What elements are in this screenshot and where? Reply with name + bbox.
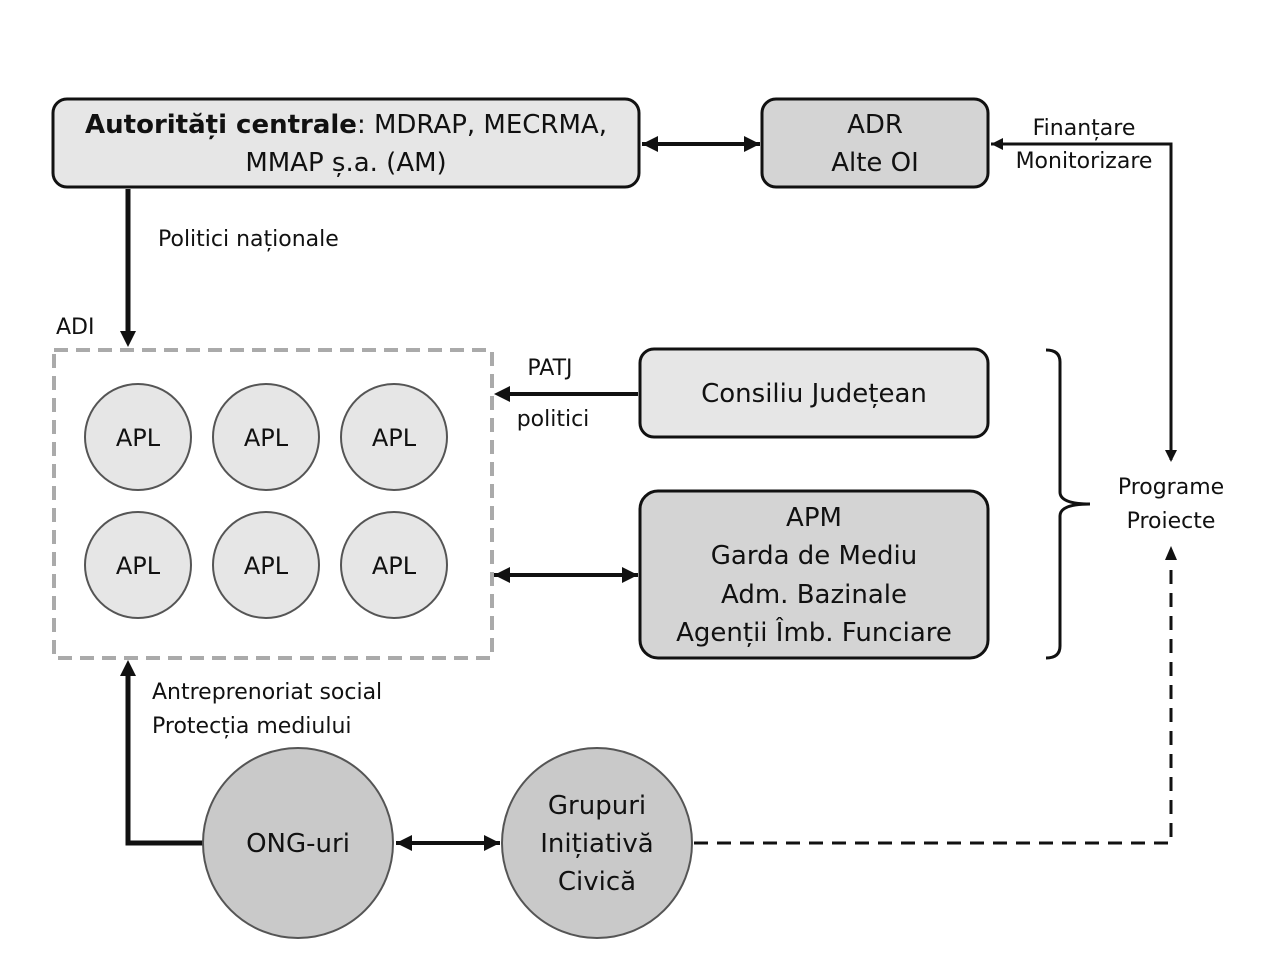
apm-line2: Garda de Mediu [711, 541, 917, 571]
label-patj: PATJ [527, 356, 572, 381]
consiliu-label: Consiliu Județean [701, 379, 927, 409]
label-finantare: Finanțare [1033, 116, 1136, 141]
apl-label: APL [244, 552, 289, 580]
apl-circle: APL [340, 511, 448, 619]
svg-text:Autorități centrale: MDRAP, ME: Autorități centrale: MDRAP, MECRMA, [85, 110, 607, 140]
central-title-bold: Autorități centrale [85, 110, 357, 140]
label-antreprenoriat: Antreprenoriat social [152, 680, 382, 705]
apm-line3: Adm. Bazinale [721, 580, 907, 610]
apl-circle: APL [340, 383, 448, 491]
arrow-politici-nationale [120, 189, 136, 347]
central-authorities-box: Autorități centrale: MDRAP, MECRMA, MMAP… [51, 97, 641, 189]
arrow-adi-apm [494, 567, 638, 583]
label-politici-nationale: Politici naționale [158, 227, 339, 252]
adr-line1: ADR [847, 110, 903, 140]
central-line1-rest: : MDRAP, MECRMA, [357, 110, 607, 140]
connector-adr-programe [991, 138, 1177, 462]
apl-circle: APL [212, 511, 320, 619]
label-adi: ADI [56, 315, 94, 340]
label-politici: politici [517, 407, 590, 432]
apm-box: APM Garda de Mediu Adm. Bazinale Agenții… [638, 489, 990, 660]
central-line2: MMAP ș.a. (AM) [245, 148, 446, 178]
arrow-ong-adi [120, 660, 204, 846]
arrow-central-adr [642, 136, 760, 152]
label-monitorizare: Monitorizare [1016, 149, 1153, 174]
grupuri-circle: Grupuri Inițiativă Civică [501, 747, 693, 939]
arrow-patj [494, 386, 638, 402]
adr-line2: Alte OI [831, 148, 919, 178]
label-protectia: Protecția mediului [152, 714, 352, 739]
dashed-connector-grupuri-programe [694, 546, 1177, 845]
label-proiecte: Proiecte [1127, 509, 1216, 534]
apl-label: APL [244, 424, 289, 452]
group-bracket [1045, 348, 1091, 660]
apm-line1: APM [786, 503, 842, 533]
grupuri-line1: Grupuri [548, 791, 646, 821]
apl-label: APL [372, 424, 417, 452]
arrow-ong-grupuri [396, 835, 500, 851]
apl-circle: APL [84, 511, 192, 619]
adr-box: ADR Alte OI [760, 97, 990, 189]
ong-label: ONG-uri [246, 829, 350, 859]
apl-label: APL [116, 552, 161, 580]
apm-line4: Agenții Îmb. Funciare [676, 616, 952, 648]
consiliu-judetean-box: Consiliu Județean [638, 347, 990, 439]
apl-circle: APL [84, 383, 192, 491]
apl-label: APL [116, 424, 161, 452]
grupuri-line2: Inițiativă [540, 829, 653, 859]
grupuri-line3: Civică [558, 867, 636, 897]
apl-label: APL [372, 552, 417, 580]
label-programe: Programe [1118, 475, 1224, 500]
apl-circle: APL [212, 383, 320, 491]
ong-circle: ONG-uri [202, 747, 394, 939]
